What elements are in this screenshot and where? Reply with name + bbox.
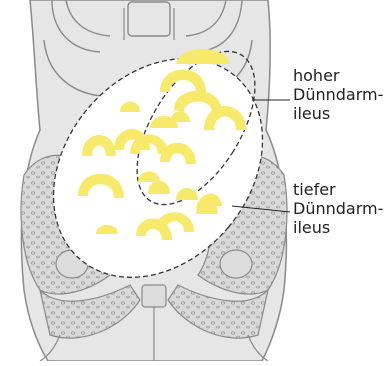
low-ileus-label: tiefer Dünndarm- ileus	[293, 180, 383, 237]
high-ileus-line-2: Dünndarm-	[293, 85, 383, 104]
high-ileus-label: hoher Dünndarm- ileus	[293, 66, 383, 123]
low-ileus-line-2: Dünndarm-	[293, 199, 383, 218]
high-ileus-line-3: ileus	[293, 104, 383, 123]
right-femoral-head	[220, 250, 252, 278]
low-ileus-line-1: tiefer	[293, 180, 383, 199]
low-ileus-line-3: ileus	[293, 218, 383, 237]
symphysis	[142, 285, 166, 307]
high-ileus-line-1: hoher	[293, 66, 383, 85]
